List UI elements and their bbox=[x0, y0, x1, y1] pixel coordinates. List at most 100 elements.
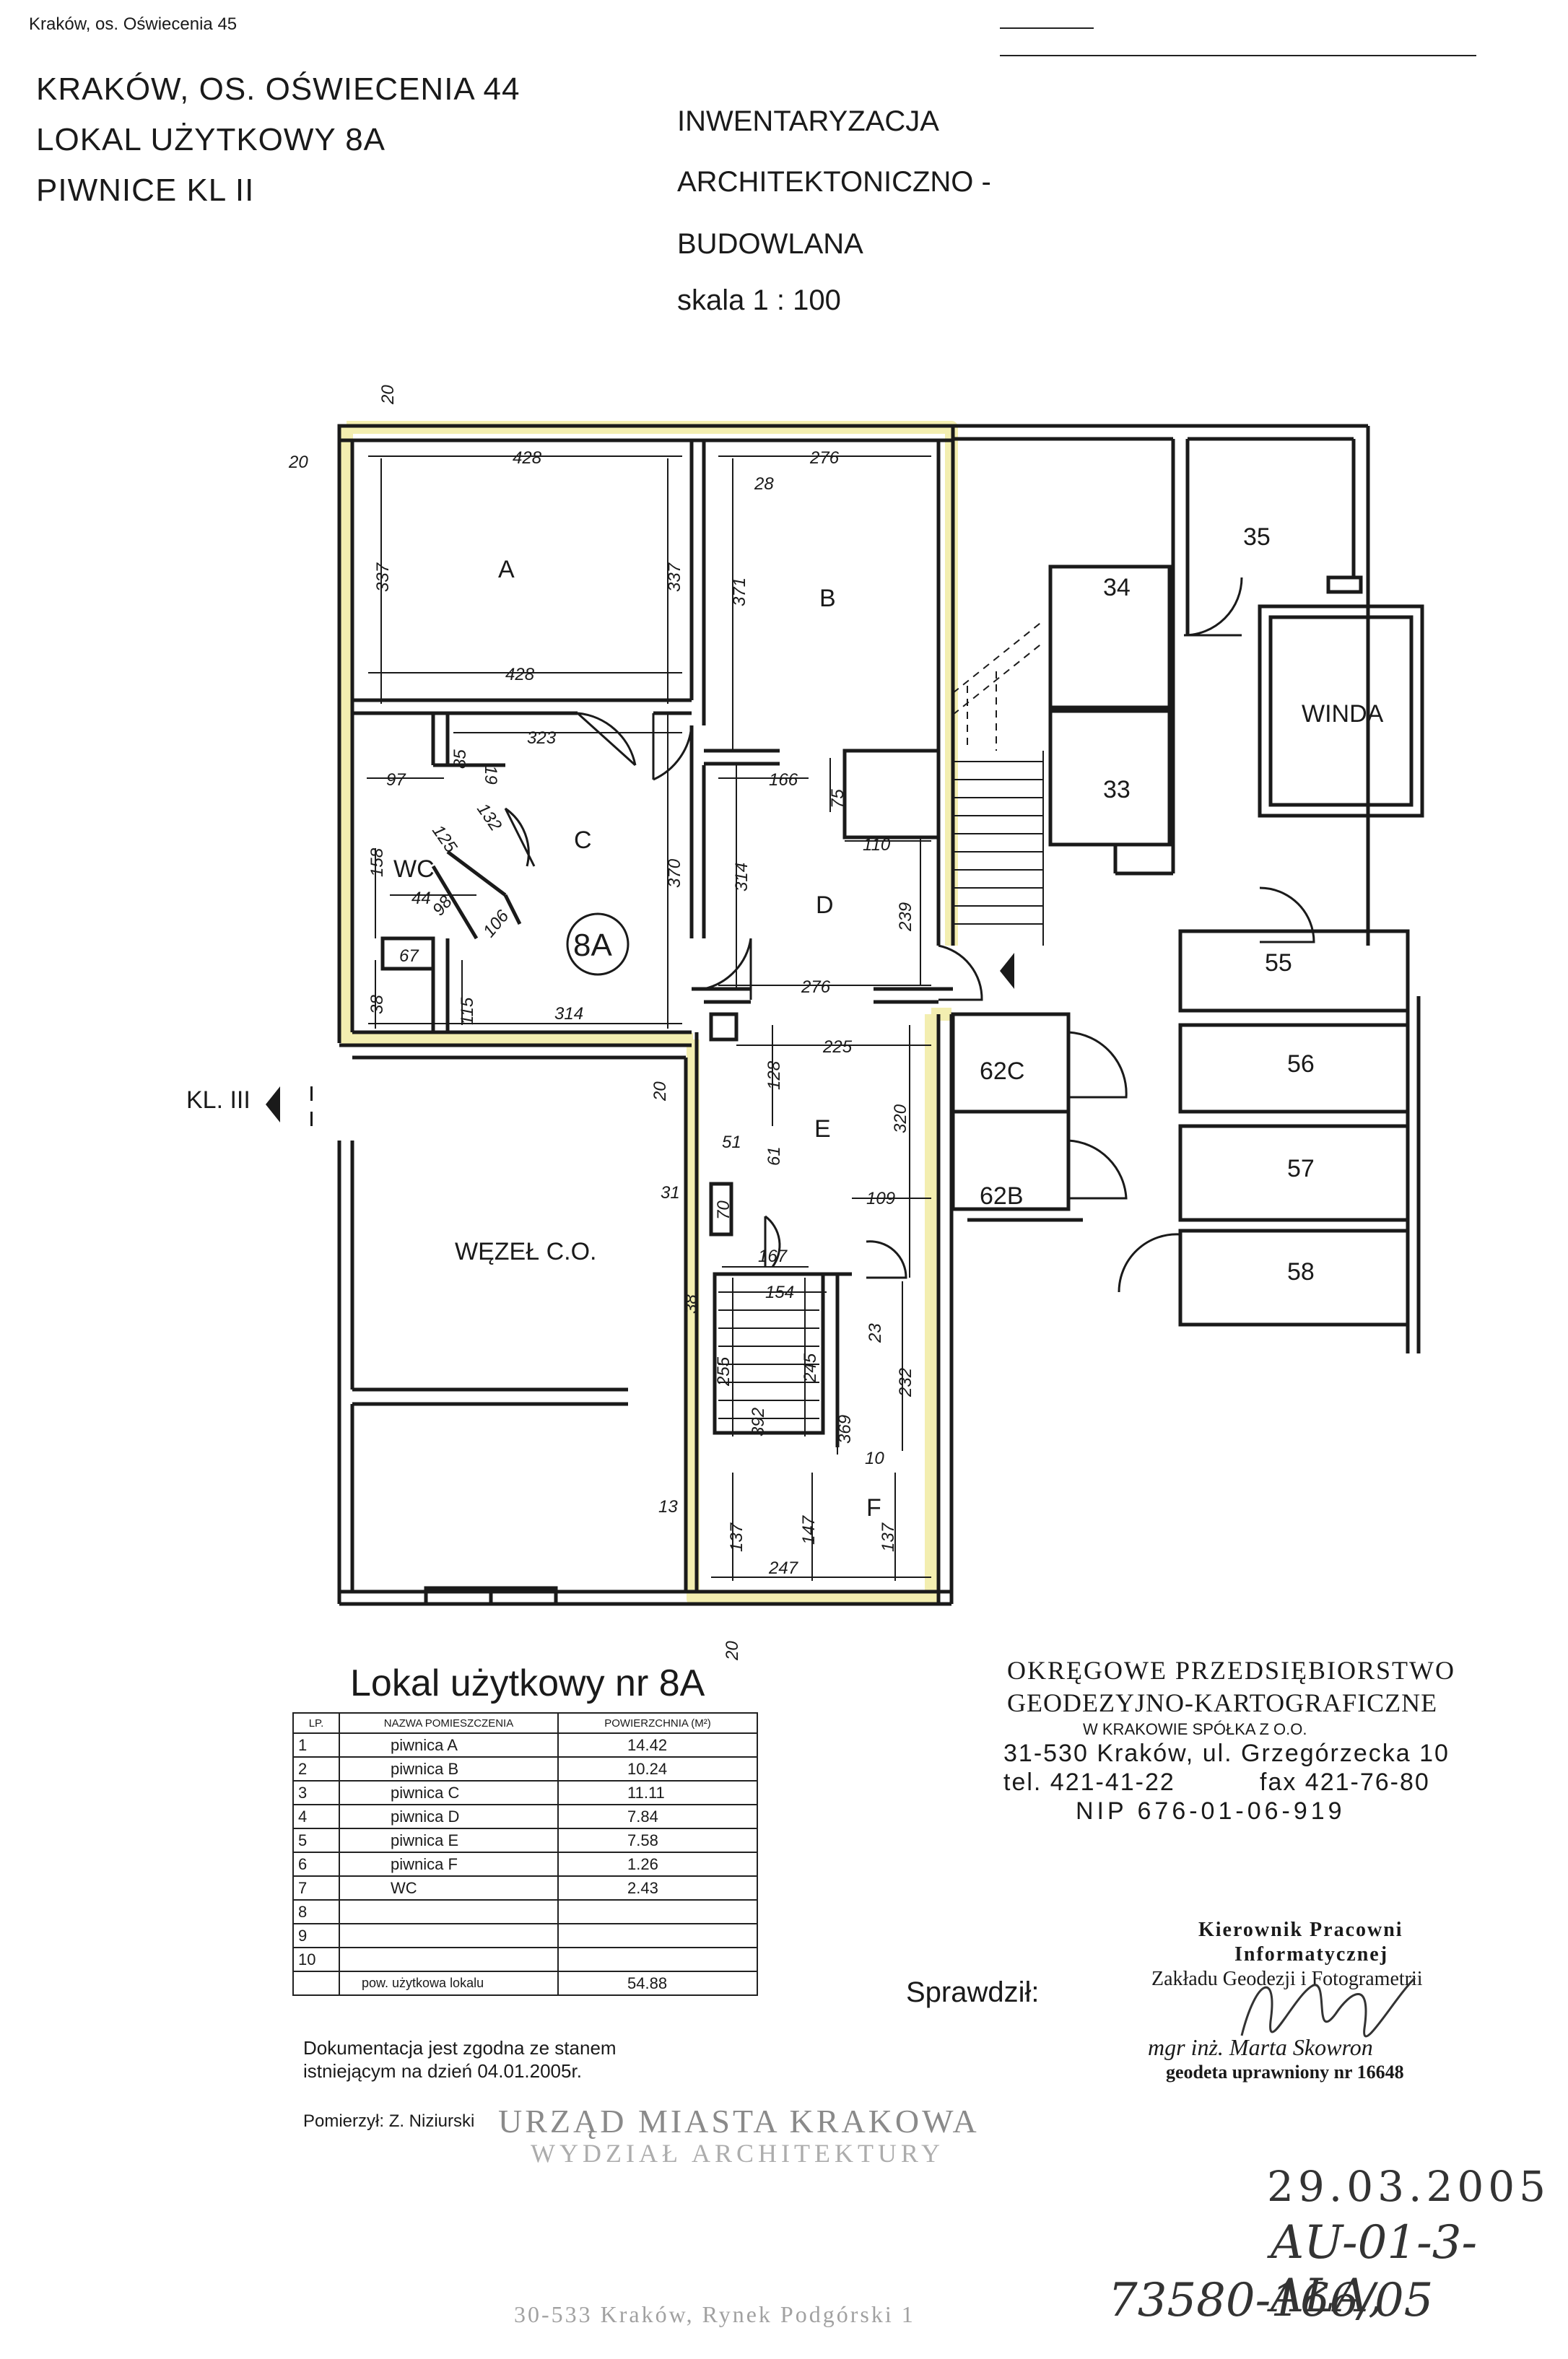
checked-label: Sprawdził: bbox=[906, 1976, 1040, 2008]
dim-97: 97 bbox=[386, 770, 406, 790]
dim-44: 44 bbox=[411, 889, 431, 908]
dim-106: 106 bbox=[479, 906, 513, 941]
header-floor: PIWNICE KL II bbox=[36, 173, 255, 208]
surveyor: Pomierzył: Z. Niziurski bbox=[303, 2111, 475, 2131]
city-stamp-line1: URZĄD MIASTA KRAKOWA bbox=[498, 2103, 980, 2140]
dim-167: 167 bbox=[758, 1247, 788, 1266]
markers bbox=[266, 953, 1014, 1126]
dim-67: 67 bbox=[399, 946, 419, 966]
dim-392: 392 bbox=[749, 1408, 768, 1436]
dim-85: 85 bbox=[450, 749, 470, 769]
neighbour-62b: 62B bbox=[980, 1182, 1024, 1210]
dim-320: 320 bbox=[891, 1104, 910, 1133]
room-label-wc: WC bbox=[393, 855, 435, 883]
dim-255: 255 bbox=[714, 1356, 733, 1387]
dim-28: 28 bbox=[754, 474, 774, 494]
dim-128: 128 bbox=[765, 1060, 784, 1090]
handwritten-ref1: AU-01-3-AŁA, bbox=[1271, 2216, 1478, 2323]
top-rule-long bbox=[1000, 55, 1476, 56]
room-label-wezel: WĘZEŁ C.O. bbox=[455, 1238, 596, 1265]
top-address: Kraków, os. Oświecenia 45 bbox=[29, 14, 238, 34]
dim-225: 225 bbox=[822, 1037, 853, 1057]
company-address: 31-530 Kraków, ul. Grzegórzecka 10 bbox=[1003, 1740, 1450, 1767]
stair-treads bbox=[718, 620, 1044, 1419]
dim-370: 370 bbox=[665, 858, 684, 888]
dim-115: 115 bbox=[458, 997, 477, 1025]
level-label: KL. III bbox=[186, 1086, 251, 1114]
sig-line5: geodeta uprawniony nr 16648 bbox=[1166, 2062, 1404, 2083]
dim-75: 75 bbox=[828, 789, 848, 808]
neighbour-57: 57 bbox=[1287, 1155, 1315, 1182]
col-lp: Lp. bbox=[292, 1712, 340, 1734]
dim-51: 51 bbox=[722, 1133, 741, 1152]
dim-20-bottom: 20 bbox=[723, 1641, 742, 1661]
door-swings bbox=[504, 577, 1315, 1293]
dim-276-top: 276 bbox=[809, 448, 840, 468]
table-row: 9 bbox=[292, 1923, 758, 1948]
dim-38-e: 38 bbox=[681, 1294, 701, 1314]
dim-13: 13 bbox=[658, 1497, 678, 1517]
dim-137-left: 137 bbox=[727, 1522, 746, 1552]
dim-125: 125 bbox=[428, 821, 461, 857]
room-label-d: D bbox=[816, 891, 834, 919]
unit-highlight bbox=[340, 421, 958, 1605]
neighbour-56: 56 bbox=[1287, 1050, 1315, 1078]
dim-239: 239 bbox=[896, 902, 915, 932]
col-area: POWIERZCHNIA (m²) bbox=[557, 1712, 758, 1734]
dim-276-d: 276 bbox=[801, 977, 831, 997]
dim-337-right: 337 bbox=[665, 562, 684, 592]
company-line2: GEODEZYJNO-KARTOGRAFICZNE bbox=[1007, 1688, 1438, 1717]
unit-label: 8A bbox=[573, 928, 612, 963]
total-value: 54.88 bbox=[557, 1971, 758, 1996]
handwritten-date: 29.03.2005 bbox=[1267, 2162, 1551, 2211]
dim-314-d: 314 bbox=[732, 863, 752, 891]
dim-154: 154 bbox=[765, 1283, 794, 1302]
dim-137-right: 137 bbox=[879, 1522, 898, 1552]
dim-20-e: 20 bbox=[650, 1081, 670, 1102]
doc-type-line2: ARCHITEKTONICZNO - bbox=[677, 166, 991, 198]
dim-20-left: 20 bbox=[288, 453, 308, 472]
sig-line2: Informatycznej bbox=[1234, 1943, 1389, 1966]
floor-plan: A B C D E F WC WĘZEŁ C.O. 8A 33 34 35 WI… bbox=[186, 385, 1424, 1661]
dim-132: 132 bbox=[473, 800, 505, 834]
sig-line3: Zakładu Geodezji i Fotogrametrii bbox=[1151, 1968, 1423, 1990]
neighbour-62c: 62C bbox=[980, 1058, 1024, 1085]
sig-line1: Kierownik Pracowni bbox=[1198, 1919, 1403, 1941]
dim-38-c: 38 bbox=[367, 995, 387, 1014]
dim-245: 245 bbox=[801, 1353, 820, 1383]
walls bbox=[337, 424, 955, 1606]
doc-type-line1: INWENTARYZACJA bbox=[677, 105, 939, 137]
unit-circle bbox=[566, 912, 630, 976]
dim-110: 110 bbox=[863, 835, 891, 855]
signature-scribble bbox=[1240, 1976, 1416, 2038]
dimension-lines bbox=[367, 455, 931, 1581]
dim-10: 10 bbox=[865, 1449, 884, 1468]
table-total-row: pow. użytkowa lokalu 54.88 bbox=[292, 1971, 758, 1996]
company-line1: OKRĘGOWE PRZEDSIĘBIORSTWO bbox=[1007, 1656, 1455, 1685]
neighbour-35: 35 bbox=[1243, 523, 1271, 551]
dim-428-bottom: 428 bbox=[505, 665, 535, 684]
dim-247: 247 bbox=[768, 1558, 799, 1578]
dim-19: 19 bbox=[481, 765, 500, 785]
neighbour-winda: WINDA bbox=[1302, 700, 1384, 728]
entrance-arrow-icon bbox=[1000, 953, 1014, 989]
room-label-b: B bbox=[819, 585, 836, 612]
top-rule-short bbox=[1000, 27, 1094, 29]
company-nip: NIP 676-01-06-919 bbox=[1076, 1797, 1346, 1825]
doc-type-line3: BUDOWLANA bbox=[677, 228, 863, 260]
city-stamp-line3: 30-533 Kraków, Rynek Podgórski 1 bbox=[514, 2301, 915, 2327]
company-line3: W KRAKOWIE SPÓŁKA Z O.O. bbox=[1083, 1720, 1307, 1738]
table-row: 8 bbox=[292, 1899, 758, 1924]
level-arrow-icon bbox=[266, 1086, 280, 1122]
dim-61: 61 bbox=[765, 1146, 784, 1166]
company-fax: fax 421-76-80 bbox=[1260, 1769, 1430, 1796]
room-label-c: C bbox=[574, 827, 592, 854]
col-name: NAZWA POMIESZCZENIA bbox=[339, 1712, 559, 1734]
dim-323: 323 bbox=[527, 728, 557, 748]
